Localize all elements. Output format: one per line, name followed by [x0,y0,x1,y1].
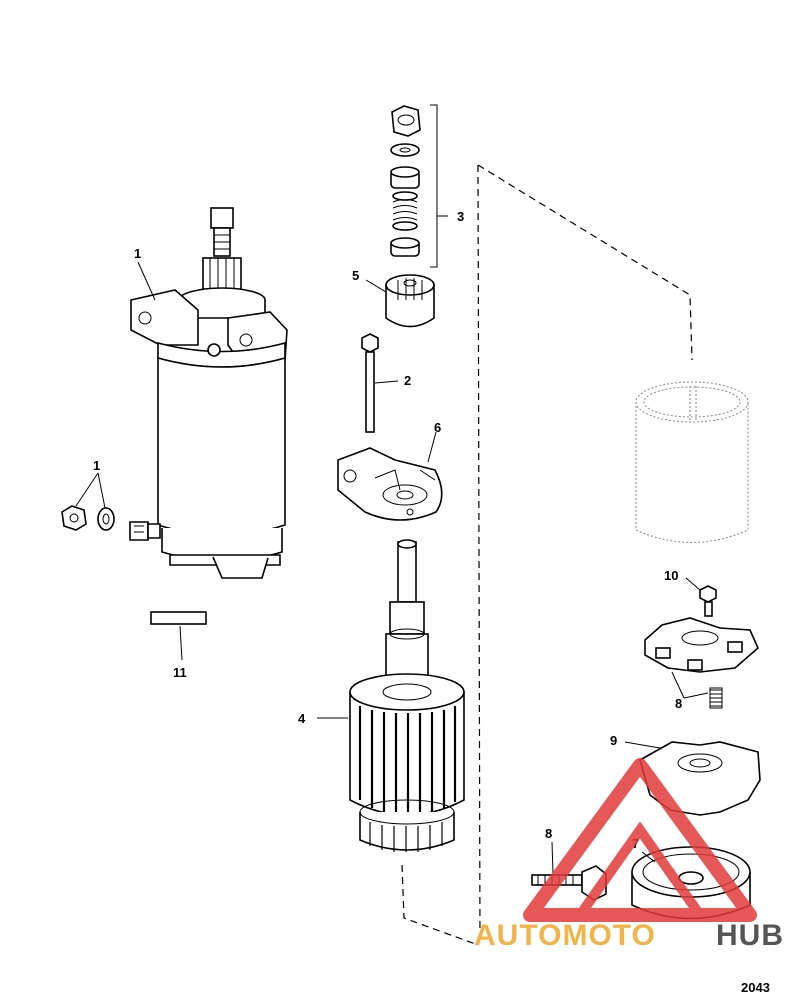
pinion-gear [365,274,435,328]
callout-label: 3 [457,209,464,224]
callout-label: 8 [545,826,552,841]
callout-label: 1 [134,246,141,261]
assembly-guide-lines [401,164,693,946]
callout-label: 5 [352,268,359,283]
callout-label: 6 [434,420,441,435]
callout-1-starter: 1 [134,246,156,301]
drive-kit [390,104,448,268]
callout-label: 1 [93,458,100,473]
callout-label: 10 [664,568,678,583]
callout-label: 9 [610,733,617,748]
field-frame-housing [635,381,749,543]
automotohub-watermark: AUTOMOTO HUB [474,758,784,952]
callout-label: 11 [173,665,187,680]
callout-label: 2 [404,373,411,388]
thru-bolt [361,333,399,433]
brush-plate [644,617,759,673]
starter-motor [129,207,288,579]
figure-number: 2043 [741,980,770,995]
screw [685,577,717,617]
drive-end-cap [337,431,443,521]
callout-label: 8 [675,696,682,711]
brush-spring [671,671,723,709]
armature [317,539,465,852]
label-decal [150,611,207,661]
nut-washer [61,472,115,531]
callout-label: 4 [298,711,306,726]
watermark-auto-text: AUTOMOTO [474,919,656,952]
watermark-hub-text: HUB [716,919,784,952]
